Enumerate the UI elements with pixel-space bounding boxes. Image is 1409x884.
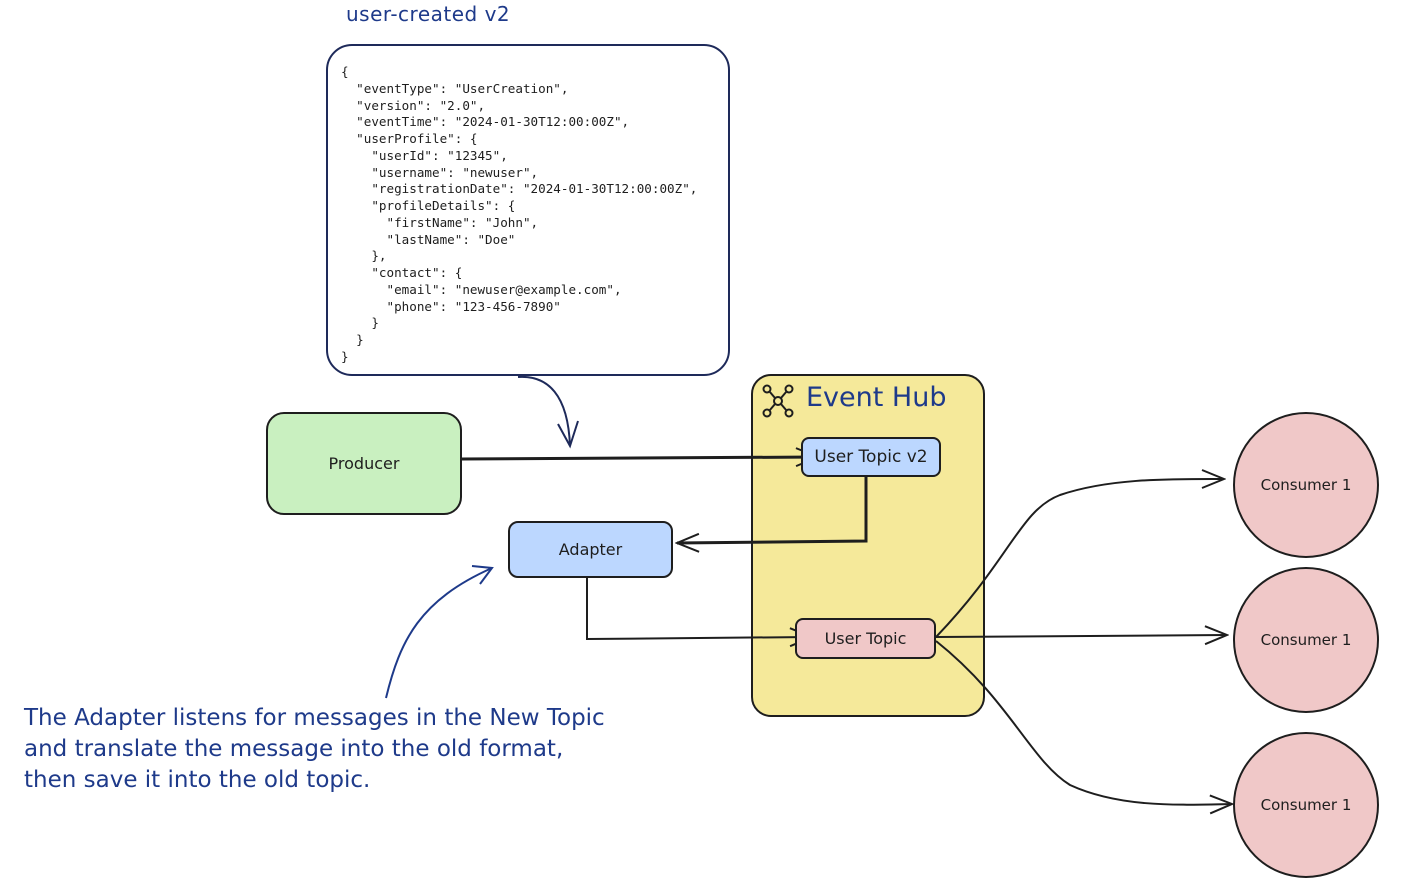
user-topic-v2-node[interactable]: User Topic v2 (801, 437, 941, 477)
consumer-label: Consumer 1 (1260, 476, 1352, 494)
payload-json-line: } (341, 348, 349, 364)
consumer-node[interactable]: Consumer 1 (1233, 567, 1379, 713)
user-topic-label: User Topic (824, 629, 907, 648)
payload-json-line: "userProfile": { (341, 131, 478, 146)
event-hub-container (751, 374, 985, 717)
adapter-label: Adapter (558, 540, 623, 559)
payload-json-line: }, (341, 248, 387, 264)
payload-json-line: } (341, 315, 379, 331)
payload-json-line: "contact": { (341, 265, 463, 280)
producer-node[interactable]: Producer (266, 412, 462, 515)
payload-json-line: "lastName": "Doe" (341, 231, 516, 247)
note-line: then save it into the old topic. (24, 767, 371, 793)
user-topic-v2-label: User Topic v2 (814, 447, 928, 467)
note-line: The Adapter listens for messages in the … (24, 705, 605, 731)
adapter-node[interactable]: Adapter (508, 521, 673, 578)
payload-title: user-created v2 (346, 2, 511, 26)
adapter-note: The Adapter listens for messages in the … (24, 703, 605, 796)
payload-json-line: "eventType": "UserCreation", (341, 80, 569, 96)
payload-json-line: "phone": "123-456-7890" (341, 298, 561, 314)
payload-json-line: "registrationDate": "2024-01-30T12:00:00… (341, 181, 698, 197)
producer-label: Producer (328, 454, 400, 473)
note-pointer-arrow (385, 567, 493, 699)
payload-json-line: "eventTime": "2024-01-30T12:00:00Z", (341, 114, 630, 130)
consumer-label: Consumer 1 (1260, 796, 1352, 814)
payload-json-line: "email": "newuser@example.com", (341, 281, 622, 297)
payload-json-line: "userId": "12345", (341, 147, 508, 163)
payload-json-line: "firstName": "John", (341, 214, 539, 230)
network-hub-icon (762, 384, 794, 418)
payload-box (326, 44, 730, 376)
payload-json-line: "username": "newuser", (341, 164, 539, 180)
payload-json-line: } (341, 332, 364, 347)
payload-json-line: "version": "2.0", (341, 97, 486, 113)
payload-pointer-arrow (517, 375, 571, 447)
user-topic-node[interactable]: User Topic (795, 618, 936, 659)
note-line: and translate the message into the old f… (24, 736, 564, 762)
payload-json-line: "profileDetails": { (341, 198, 516, 213)
payload-json-line: { (341, 64, 349, 79)
event-hub-title: Event Hub (806, 382, 947, 413)
payload-json: { "eventType": "UserCreation", "version"… (341, 64, 697, 366)
consumer-node[interactable]: Consumer 1 (1233, 732, 1379, 878)
consumer-node[interactable]: Consumer 1 (1233, 412, 1379, 558)
consumer-label: Consumer 1 (1260, 631, 1352, 649)
